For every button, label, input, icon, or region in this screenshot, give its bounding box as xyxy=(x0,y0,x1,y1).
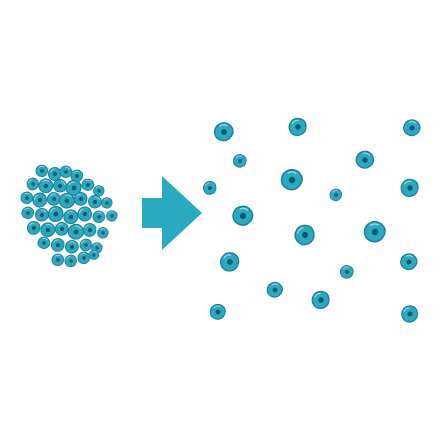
particle-icon xyxy=(18,189,35,206)
particle-icon xyxy=(101,197,113,209)
particle-icon xyxy=(212,120,235,143)
clustered-particles xyxy=(18,163,118,269)
particle-icon xyxy=(401,116,423,139)
particle-icon xyxy=(352,147,378,172)
particle-icon xyxy=(398,302,421,326)
particle-icon xyxy=(265,280,285,300)
particle-icon xyxy=(286,115,309,138)
particle-icon xyxy=(63,238,81,256)
particle-icon xyxy=(106,210,118,222)
particle-icon xyxy=(62,253,79,269)
particle-icon xyxy=(54,221,70,237)
arrow-right-icon xyxy=(142,176,202,250)
particle-icon xyxy=(309,288,333,312)
particle-icon xyxy=(362,219,388,245)
particle-icon xyxy=(24,175,42,193)
particle-icon xyxy=(35,234,53,252)
particle-icon xyxy=(398,250,420,273)
particle-icon xyxy=(329,188,343,202)
particle-icon xyxy=(25,219,43,237)
particle-icon xyxy=(290,221,319,249)
particle-icon xyxy=(339,265,354,279)
particle-icon xyxy=(77,251,91,265)
particle-icon xyxy=(21,206,35,220)
particle-icon xyxy=(96,226,110,240)
particle-icon xyxy=(46,192,61,206)
particle-icon xyxy=(93,185,105,197)
particle-icon xyxy=(81,221,99,239)
particle-icon xyxy=(62,208,80,226)
particle-icon xyxy=(70,169,84,183)
particle-icon xyxy=(201,179,219,197)
particle-icon xyxy=(229,202,257,230)
particle-icon xyxy=(218,250,241,273)
particle-icon xyxy=(90,208,107,225)
particle-icon xyxy=(38,220,58,240)
particle-icon xyxy=(34,163,50,178)
particle-icon xyxy=(278,166,305,193)
dispersed-particles xyxy=(201,115,423,326)
particle-icon xyxy=(232,154,247,168)
particle-icon xyxy=(49,237,66,253)
particle-icon xyxy=(209,303,227,321)
particle-icon xyxy=(50,252,66,267)
particle-icon xyxy=(399,177,421,199)
process-arrow xyxy=(142,176,202,250)
